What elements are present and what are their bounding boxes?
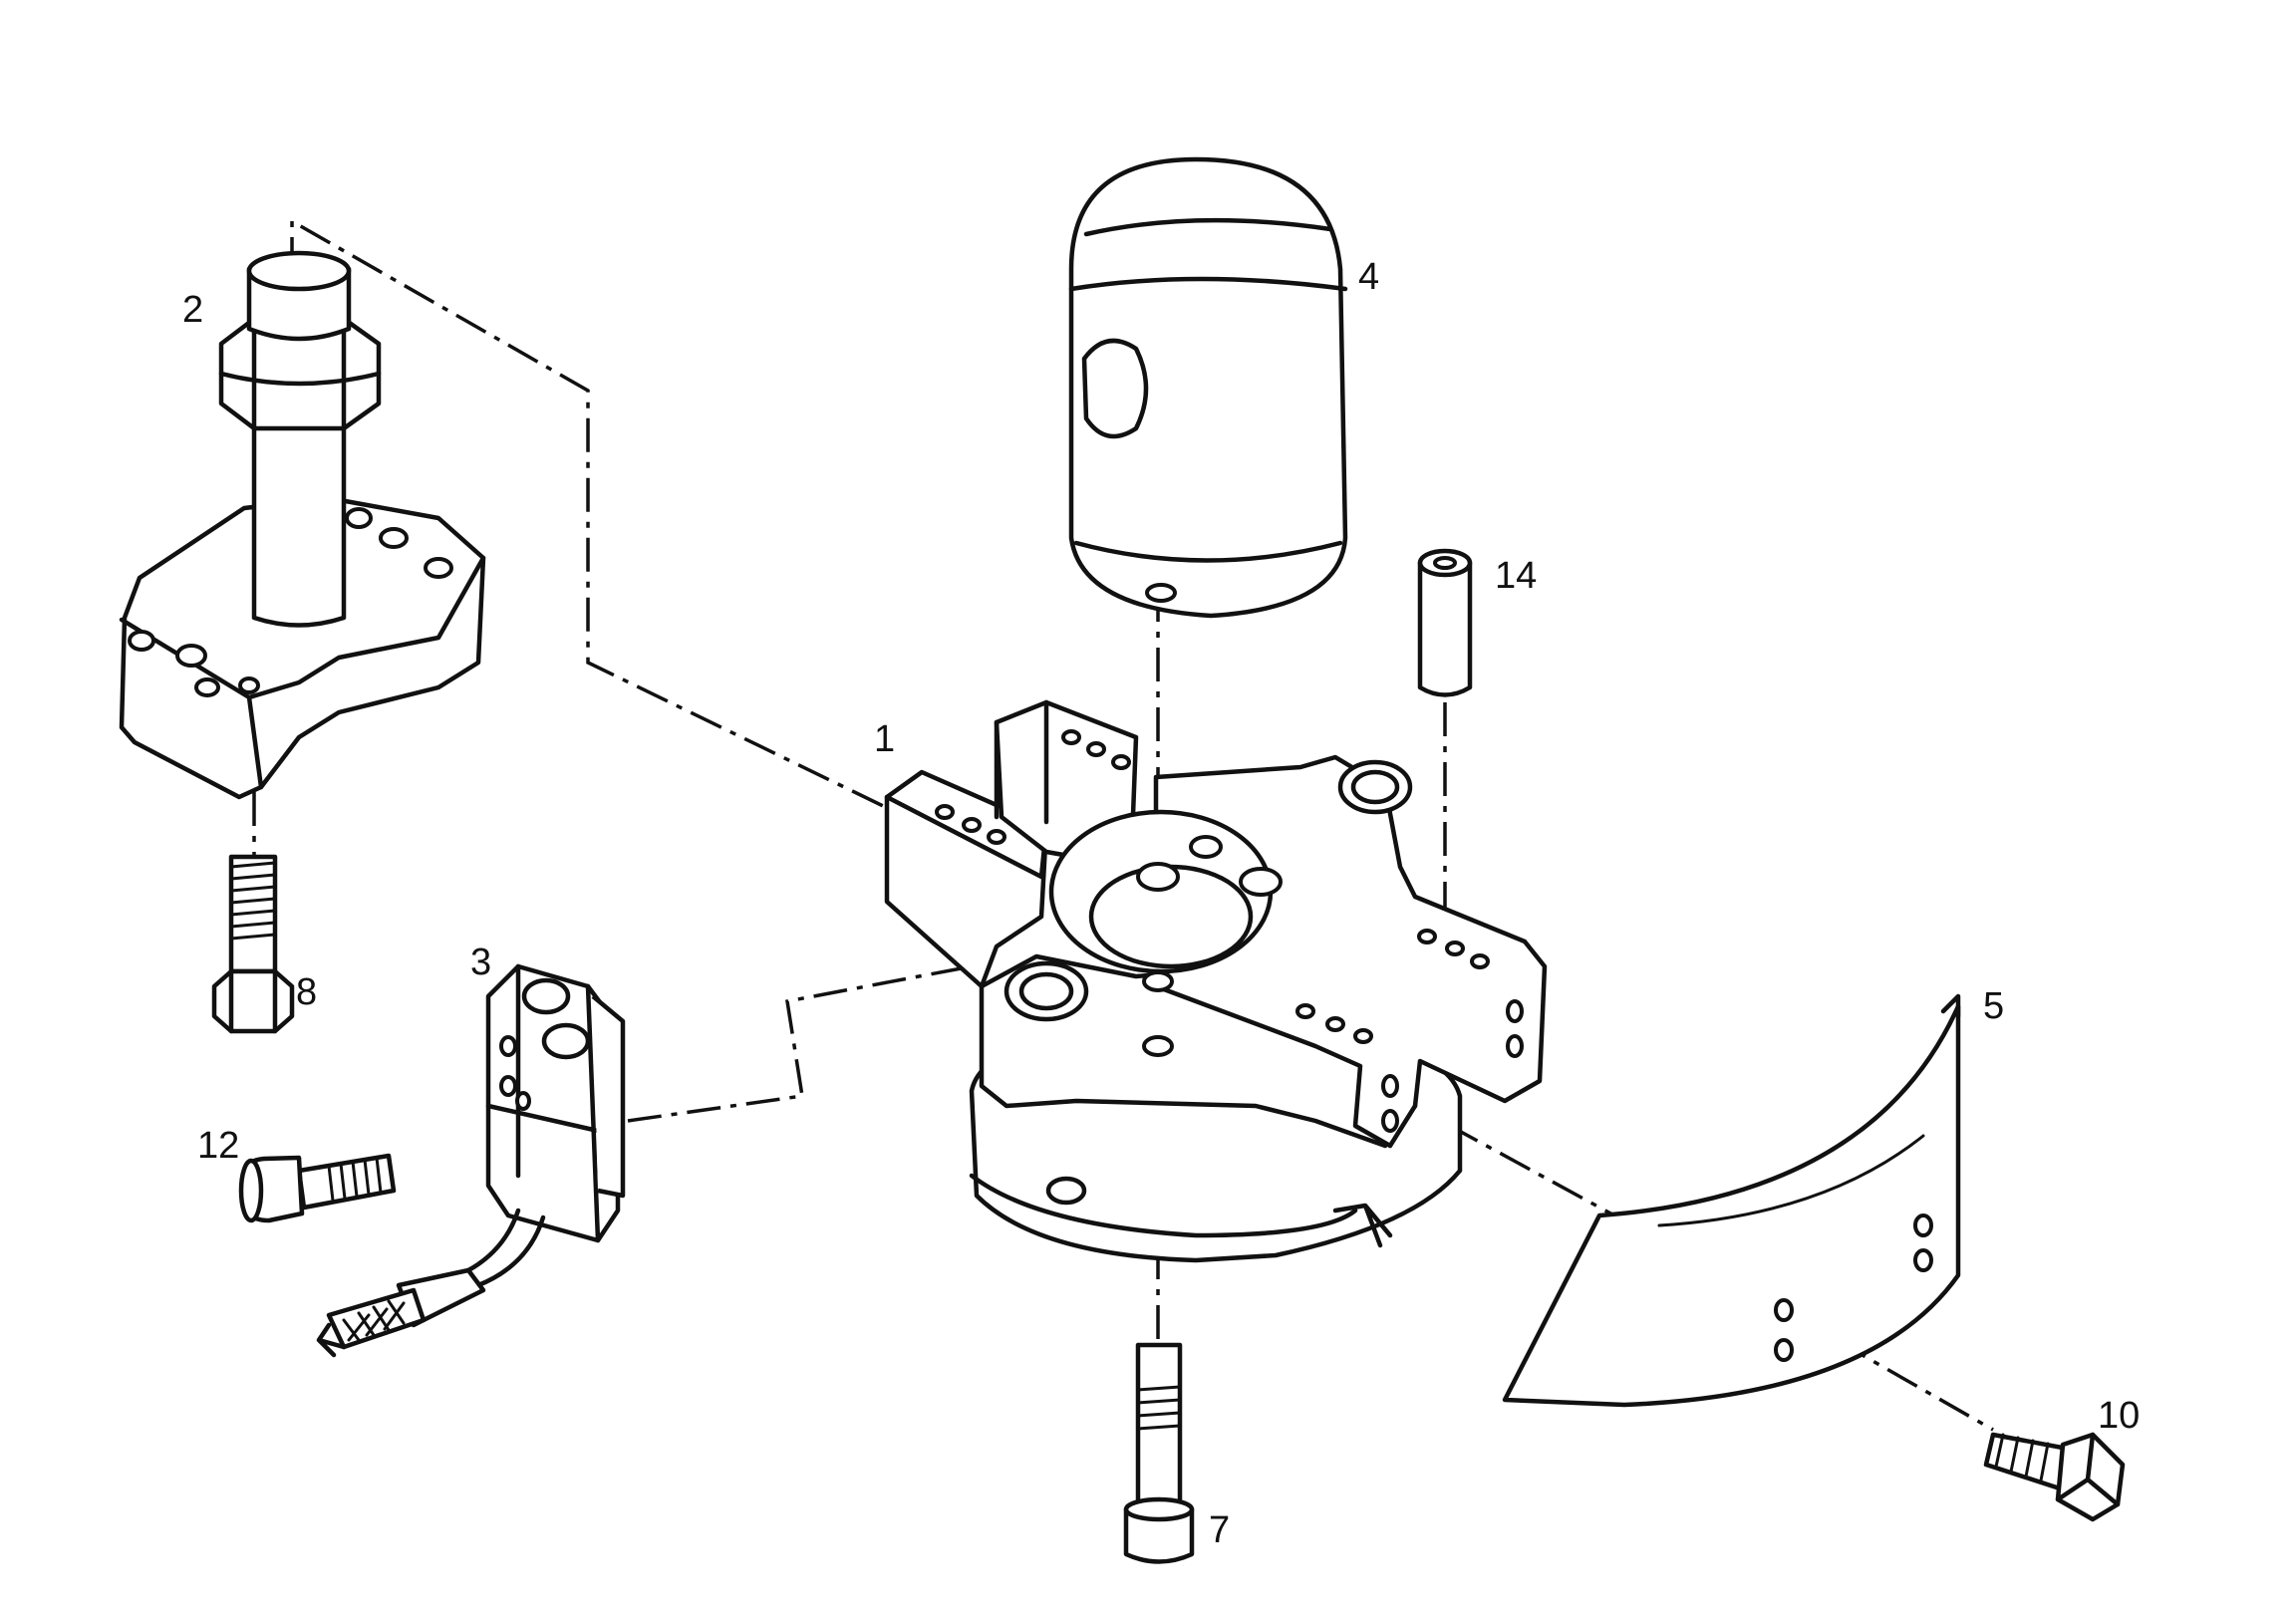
callout-14: 14 [1495,555,1537,597]
callout-4: 4 [1358,256,1379,298]
part-8-hex-bolt [211,854,295,1034]
assembly-line-5-to-10 [1783,1308,1994,1432]
callout-1: 1 [874,718,895,760]
callout-2: 2 [182,289,203,331]
part-10-hex-bolt [1983,1432,2126,1522]
assembly-lines [252,217,1994,1432]
assembly-line-2-to-1 [290,217,948,839]
part-2-stud-bracket [119,250,486,800]
callout-7: 7 [1209,1509,1230,1551]
callout-labels: 1 2 3 4 5 7 8 10 12 14 [182,256,2140,1551]
part-7-long-screw [1123,1342,1195,1564]
callout-5: 5 [1983,985,2004,1027]
callout-10: 10 [2098,1395,2140,1437]
assembly-line-1-to-5 [1394,1094,1615,1217]
part-14-dowel-pin [1417,548,1473,697]
callout-12: 12 [197,1125,239,1167]
callout-3: 3 [470,942,491,983]
part-5-guard-plate [1502,993,1961,1408]
part-4-cylinder [1068,156,1348,619]
assembly-line-3-to-1 [627,964,973,1123]
part-3-sensor-block [316,963,626,1358]
callout-8: 8 [296,971,317,1013]
part-1-base [884,699,1548,1263]
part-12-cap-screw [238,1153,397,1223]
